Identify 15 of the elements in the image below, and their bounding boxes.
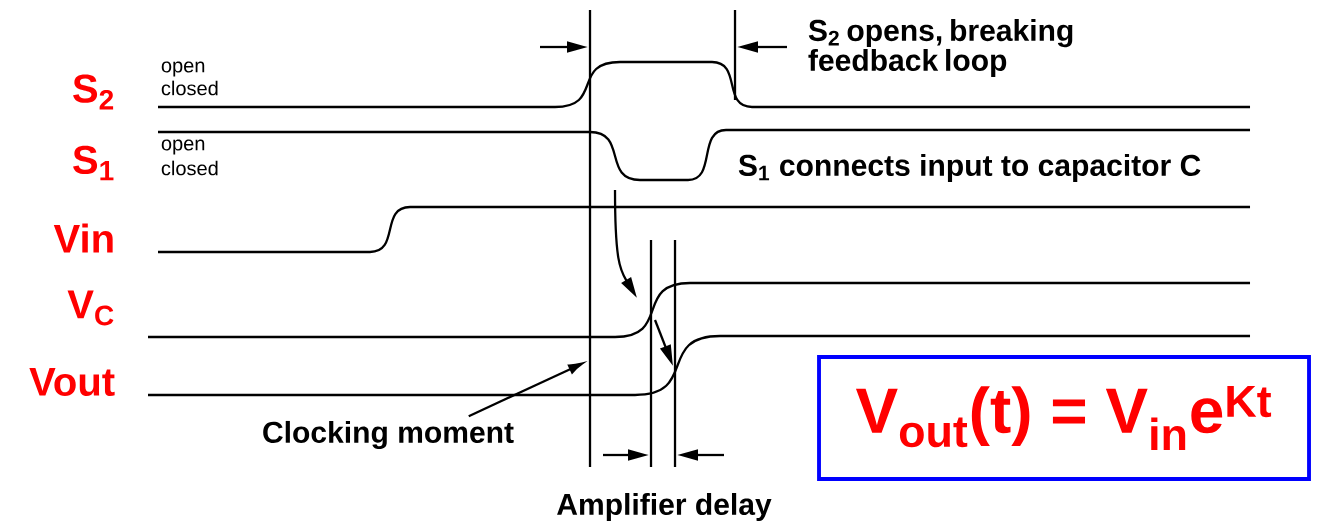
state-label: closed: [161, 80, 218, 96]
signal-name: V$_{C}$: [67, 290, 114, 326]
formula-box: V$_{out}$(t) = V$_{in}$e$^{Kt}$: [817, 355, 1311, 481]
annotation-text: S$_{1}$ connects input to capacitor C: [738, 154, 1201, 182]
state-label: open: [161, 61, 205, 77]
signal-name: Vin: [53, 223, 113, 253]
signal-name: S$_{1}$: [73, 145, 114, 181]
annotation-text: Amplifier delay: [557, 493, 772, 521]
clock-line: [588, 10, 592, 467]
state-label: open: [161, 139, 205, 155]
signal-name: Vout: [29, 368, 115, 396]
state-label: closed: [161, 160, 218, 176]
annotation-text: S$_{2}$ opens, breaking feedback loop: [808, 19, 1073, 77]
annotation-text: Clocking moment: [263, 420, 514, 450]
signal-name: S$_{2}$: [73, 74, 114, 110]
